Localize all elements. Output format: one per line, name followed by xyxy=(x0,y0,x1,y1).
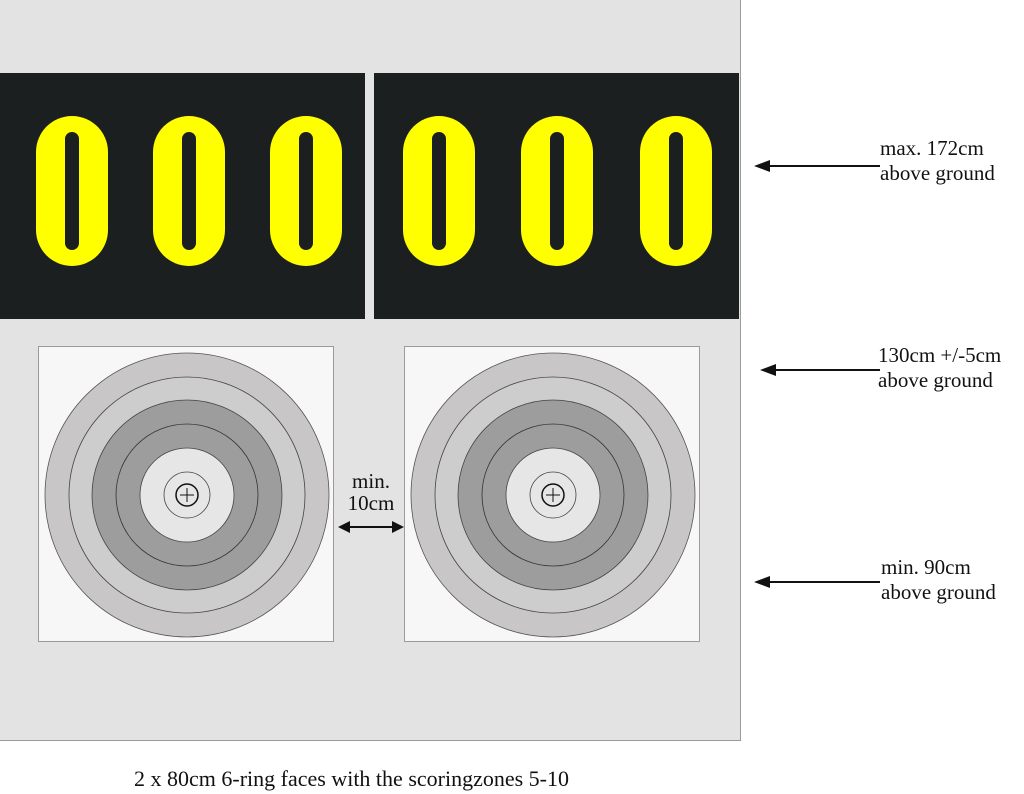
double-arrow-icon xyxy=(338,521,404,533)
height-note-center: 130cm +/-5cm above ground xyxy=(878,343,1001,393)
target-number-digit xyxy=(640,116,712,266)
target-face-right xyxy=(404,346,700,642)
target-number-digit xyxy=(270,116,342,266)
target-number-digit xyxy=(403,116,475,266)
target-face-left xyxy=(38,346,334,642)
height-note-max-line2: above ground xyxy=(880,161,995,185)
arrow-left-icon xyxy=(760,364,880,376)
gap-label-line1: min. xyxy=(352,469,390,493)
target-number-digit xyxy=(153,116,225,266)
height-note-max: max. 172cm above ground xyxy=(880,136,995,186)
figure-caption: 2 x 80cm 6-ring faces with the scoringzo… xyxy=(134,766,569,791)
height-note-max-line1: max. 172cm xyxy=(880,136,984,160)
target-butt-panel: min. 10cm xyxy=(0,0,741,741)
arrow-left-icon xyxy=(754,160,880,172)
height-note-center-line2: above ground xyxy=(878,368,993,392)
height-note-min-line2: above ground xyxy=(881,580,996,604)
height-note-min-line1: min. 90cm xyxy=(881,555,971,579)
arrow-left-icon xyxy=(754,576,880,588)
target-number-digit xyxy=(36,116,108,266)
height-note-min: min. 90cm above ground xyxy=(881,555,996,605)
target-number-digit xyxy=(521,116,593,266)
height-note-center-line1: 130cm +/-5cm xyxy=(878,343,1002,367)
gap-label: min. 10cm xyxy=(337,470,405,514)
gap-label-line2: 10cm xyxy=(347,491,395,515)
